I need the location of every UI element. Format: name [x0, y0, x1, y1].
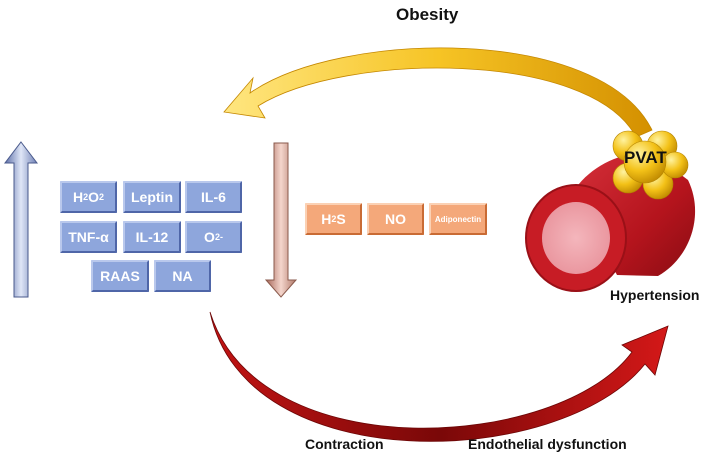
hypertension-label: Hypertension [610, 287, 700, 303]
bottom-curved-arrow [209, 311, 669, 442]
obesity-curved-arrow [223, 47, 653, 138]
increase-arrow [3, 141, 39, 298]
contraction-label: Contraction [305, 436, 384, 452]
endothelial-dysfunction-label: Endothelial dysfunction [468, 436, 627, 452]
obesity-label: Obesity [396, 5, 459, 24]
factor-box-leptin: Leptin [123, 181, 181, 213]
factor-box-il12: IL-12 [123, 221, 181, 253]
factor-box-adiponectin: Adiponectin [429, 203, 487, 235]
factor-box-il6: IL-6 [185, 181, 242, 213]
pvat-fat-cluster [612, 130, 689, 200]
decrease-arrow [264, 142, 298, 298]
factor-box-tnf-alpha: TNF-α [60, 221, 117, 253]
factor-box-na: NA [154, 260, 211, 292]
factor-box-no: NO [367, 203, 424, 235]
factor-box-raas: RAAS [91, 260, 149, 292]
pvat-label: PVAT [624, 148, 667, 167]
